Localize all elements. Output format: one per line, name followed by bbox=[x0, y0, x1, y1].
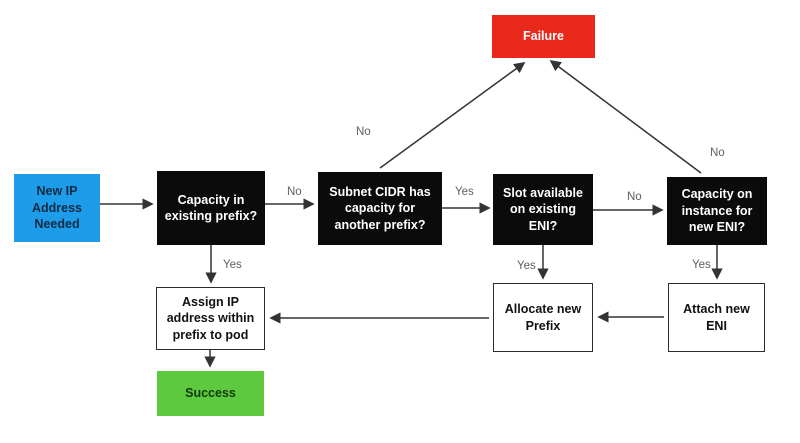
edge-label-instance-no: No bbox=[710, 147, 725, 159]
node-capacity-instance-eni: Capacity on instance for new ENI? bbox=[667, 177, 767, 245]
edge-label-subnet-no: No bbox=[356, 126, 371, 138]
edge-label-capacity-yes: Yes bbox=[223, 259, 242, 271]
node-allocate-new-prefix: Allocate new Prefix bbox=[493, 283, 593, 352]
node-success: Success bbox=[157, 371, 264, 416]
arrow-subnet-to-failure bbox=[379, 62, 526, 169]
node-slot-available-eni: Slot available on existing ENI? bbox=[493, 174, 593, 245]
edge-label-instance-yes: Yes bbox=[692, 259, 711, 271]
node-attach-new-eni: Attach new ENI bbox=[668, 283, 765, 352]
edge-label-capacity-no: No bbox=[287, 186, 302, 198]
edge-label-slot-yes: Yes bbox=[517, 260, 536, 272]
node-assign-ip-to-pod: Assign IP address within prefix to pod bbox=[156, 287, 265, 350]
node-failure: Failure bbox=[492, 15, 595, 58]
edge-label-subnet-yes: Yes bbox=[455, 186, 474, 198]
node-new-ip-needed: New IP Address Needed bbox=[14, 174, 100, 242]
node-capacity-existing-prefix: Capacity in existing prefix? bbox=[157, 171, 265, 245]
node-subnet-cidr-capacity: Subnet CIDR has capacity for another pre… bbox=[318, 172, 442, 245]
edge-label-slot-no: No bbox=[627, 191, 642, 203]
arrow-instance-to-failure bbox=[549, 59, 702, 174]
